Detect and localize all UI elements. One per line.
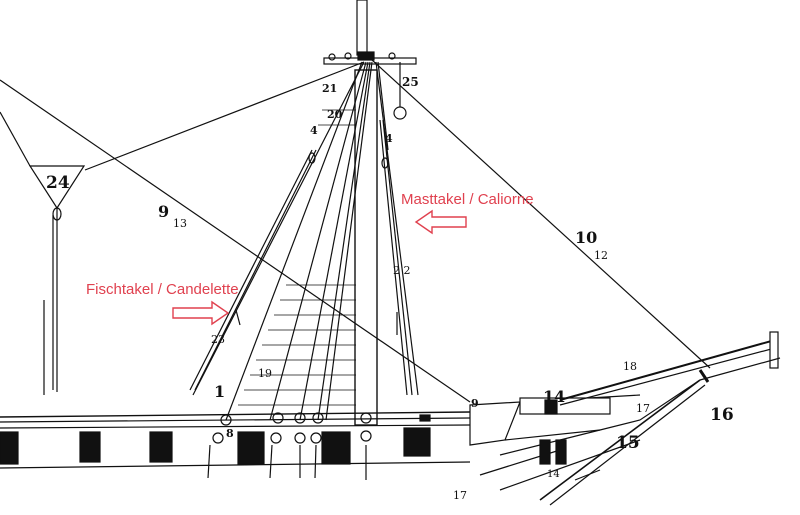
ratlines [238,109,356,406]
label-25: 25 [402,75,419,89]
label-14-top: 14 [543,387,565,406]
label-13: 13 [173,217,187,230]
bow [419,331,781,506]
label-20: 20 [327,108,343,121]
arrow-right-icon [172,300,230,326]
tackle-24 [0,111,86,395]
label-18: 18 [623,360,637,373]
label-17-bottom: 17 [453,489,467,502]
label-8: 8 [226,427,234,440]
deadeyes [207,412,372,480]
label-22: 2 2 [393,264,411,277]
label-24: 24 [46,173,70,193]
stays [0,59,711,403]
label-23: 23 [211,333,225,346]
tackle-22 [379,119,413,396]
label-1: 1 [214,382,225,401]
label-16: 16 [710,405,734,425]
label-9-top: 9 [158,202,169,221]
label-19: 19 [258,367,272,380]
label-14-bottom: 14 [547,469,560,480]
label-10: 10 [575,228,597,247]
annotation-masttakel: Masttakel / Caliorne [401,191,534,208]
label-4-left: 4 [310,124,318,137]
label-21: 21 [322,82,337,95]
label-4-right: 4 [385,132,393,145]
tackle-23 [189,149,317,391]
annotation-fischtakel: Fischtakel / Candelette [86,281,239,298]
hull [0,411,471,469]
label-15: 15 [616,433,640,453]
arrow-left-icon [414,209,467,235]
label-12: 12 [594,249,608,262]
label-17-right: 17 [636,402,650,415]
label-9-bottom: 9 [471,397,479,410]
mast-top [323,51,417,120]
